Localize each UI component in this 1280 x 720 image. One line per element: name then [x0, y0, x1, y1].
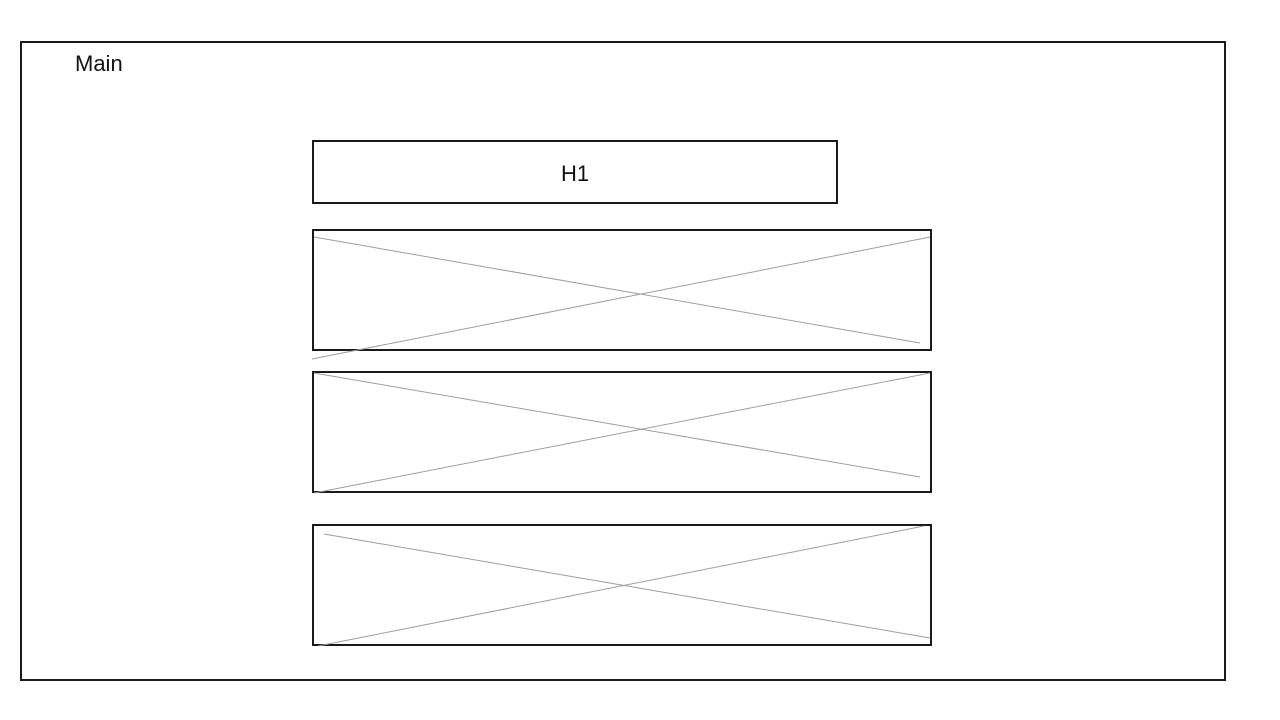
image-placeholder-1	[311, 229, 932, 360]
placeholder-cross-icon	[317, 525, 931, 647]
h1-label: H1	[560, 160, 590, 186]
image-placeholder-3	[312, 524, 932, 647]
placeholder-cross-icon	[313, 372, 931, 494]
h1-box: H1	[312, 140, 838, 204]
main-label: Main	[75, 51, 123, 76]
placeholder-cross-icon	[311, 236, 931, 360]
image-placeholder-2	[312, 371, 932, 494]
main-frame	[20, 41, 1226, 681]
